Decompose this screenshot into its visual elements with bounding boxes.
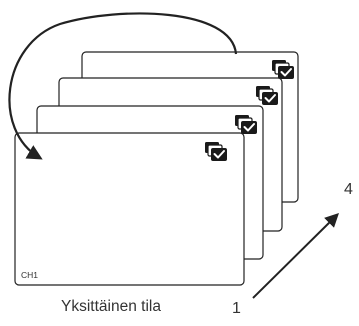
channel-label: CH1 (21, 270, 38, 280)
caption: Yksittäinen tila (61, 298, 161, 315)
scale-end-label: 4 (344, 181, 353, 198)
scale-start-label: 1 (232, 300, 241, 317)
screen-1: CH1 (14, 132, 245, 286)
curved-arrow-icon (8, 12, 238, 160)
diagonal-arrow-icon (252, 213, 339, 299)
